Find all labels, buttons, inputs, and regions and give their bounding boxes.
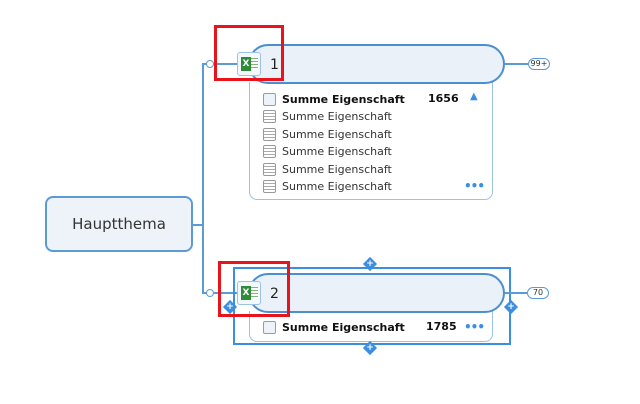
connector	[202, 292, 248, 294]
highlight-box	[214, 25, 284, 81]
property-row[interactable]: Summe Eigenschaft	[263, 91, 405, 107]
topic-2[interactable]: 2	[248, 273, 505, 313]
topic-2-label: 2	[270, 286, 279, 302]
property-row[interactable]: Summe Eigenschaft	[263, 108, 392, 124]
excel-icon[interactable]: X	[237, 281, 261, 305]
property-row[interactable]: Summe Eigenschaft	[263, 178, 392, 194]
connector	[202, 64, 204, 294]
central-topic[interactable]: Hauptthema	[45, 196, 193, 252]
excel-icon[interactable]: X	[237, 52, 261, 76]
property-value: 1656	[428, 92, 459, 105]
list-icon	[263, 127, 276, 141]
connector	[505, 292, 527, 294]
more-button[interactable]: •••	[464, 320, 485, 334]
central-topic-label: Hauptthema	[72, 215, 166, 233]
topic-1-details-panel: Summe Eigenschaft 1656 ▲ Summe Eigenscha…	[249, 82, 493, 200]
connector-point[interactable]	[206, 289, 214, 297]
highlight-box	[218, 261, 290, 317]
property-value: 1785	[426, 320, 457, 333]
topic-1[interactable]: 1	[248, 44, 505, 84]
add-topic-handle-bottom[interactable]: +	[362, 340, 378, 356]
gear-list-icon	[263, 92, 276, 106]
collapsed-count-badge[interactable]: 99+	[528, 58, 550, 70]
more-button[interactable]: •••	[464, 179, 485, 193]
property-row[interactable]: Summe Eigenschaft	[263, 319, 405, 335]
gear-list-icon	[263, 320, 276, 334]
connector	[193, 224, 203, 226]
collapsed-count-badge[interactable]: 70	[527, 287, 549, 299]
connector	[202, 63, 248, 65]
list-icon	[263, 162, 276, 176]
property-row[interactable]: Summe Eigenschaft	[263, 126, 392, 142]
property-row[interactable]: Summe Eigenschaft	[263, 143, 392, 159]
collapse-icon[interactable]: ▲	[470, 91, 478, 102]
add-topic-handle-right[interactable]: +	[503, 299, 519, 315]
topic-1-label: 1	[270, 57, 279, 73]
list-icon	[263, 179, 276, 193]
add-topic-handle-top[interactable]: +	[362, 256, 378, 272]
list-icon	[263, 109, 276, 123]
list-icon	[263, 144, 276, 158]
property-row[interactable]: Summe Eigenschaft	[263, 161, 392, 177]
connector-point[interactable]	[206, 60, 214, 68]
connector	[505, 63, 528, 65]
